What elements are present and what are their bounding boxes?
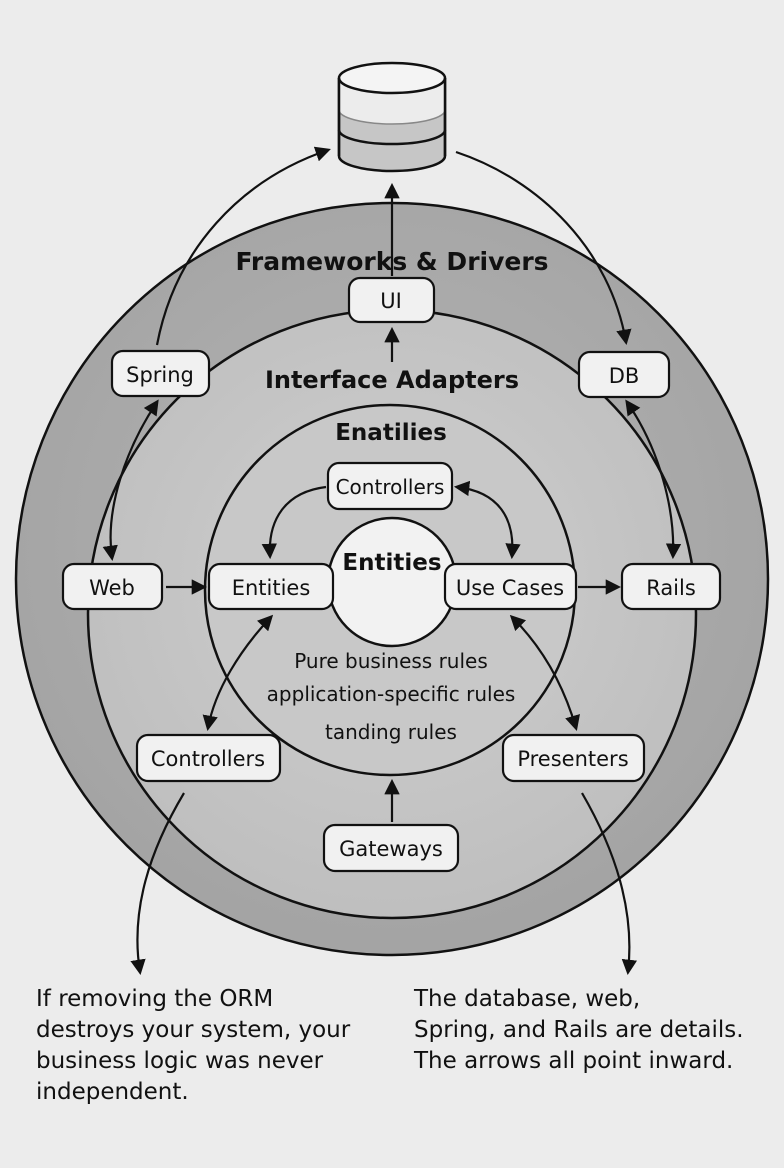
svg-text:UI: UI xyxy=(380,289,402,313)
arrow-controllers-to-note xyxy=(130,792,185,976)
arrow-database-to-db xyxy=(455,150,632,346)
arrow-db-rails xyxy=(625,399,682,560)
svg-text:Presenters: Presenters xyxy=(517,747,628,771)
note-left-line: destroys your system, your xyxy=(36,1017,351,1043)
svg-text:Gateways: Gateways xyxy=(339,837,443,861)
node-web[interactable]: Web xyxy=(61,562,164,611)
svg-text:Use Cases: Use Cases xyxy=(456,576,564,600)
layer-title-entities-core: Entities xyxy=(342,550,441,576)
entities-core xyxy=(326,516,458,648)
arrow-controllers-to-entities xyxy=(261,485,327,560)
arrow-presenters-to-note xyxy=(581,792,638,976)
arrow-entities-controllers xyxy=(202,614,274,732)
svg-text:Spring: Spring xyxy=(126,363,194,387)
note-left-line: If removing the ORM xyxy=(36,986,274,1012)
node-gateways[interactable]: Gateways xyxy=(322,823,460,873)
layer-title-enatilies: Enatilies xyxy=(335,420,447,446)
arrow-spring-to-database xyxy=(155,146,331,346)
rules-line-2: application-specific rules xyxy=(267,682,516,706)
note-left-line: business logic was never xyxy=(36,1048,324,1074)
note-left-line: independent. xyxy=(36,1079,189,1105)
node-db[interactable]: DB xyxy=(577,350,671,399)
node-rails[interactable]: Rails xyxy=(620,562,722,611)
node-entities[interactable]: Entities xyxy=(207,562,335,611)
node-spring[interactable]: Spring xyxy=(110,349,211,398)
layer-title-interface-adapters: Interface Adapters xyxy=(265,366,519,394)
svg-text:Controllers: Controllers xyxy=(151,747,265,771)
svg-text:Rails: Rails xyxy=(646,576,696,600)
database-cylinder-icon xyxy=(337,61,447,173)
node-ui[interactable]: UI xyxy=(347,276,436,324)
svg-text:Controllers: Controllers xyxy=(336,475,445,499)
rules-line-1: Pure business rules xyxy=(294,649,488,673)
rules-line-3: tanding rules xyxy=(325,720,457,744)
arrow-controllers-usecases xyxy=(453,480,521,560)
note-right-line: Spring, and Rails are details. xyxy=(414,1017,744,1043)
svg-text:DB: DB xyxy=(609,364,640,388)
arrow-spring-web xyxy=(102,399,159,562)
node-presenters[interactable]: Presenters xyxy=(501,733,646,783)
svg-text:Web: Web xyxy=(89,576,135,600)
layer-title-frameworks-drivers: Frameworks & Drivers xyxy=(235,247,548,276)
note-right-line: The database, web, xyxy=(414,986,641,1012)
note-right-line: The arrows all point inward. xyxy=(414,1048,734,1074)
note-orm-independence: If removing the ORM destroys your system… xyxy=(36,984,350,1108)
node-controllers-outer[interactable]: Controllers xyxy=(135,733,282,783)
arrow-usecases-presenters xyxy=(509,614,580,731)
note-details-inward: The database, web, Spring, and Rails are… xyxy=(414,984,744,1077)
node-controllers-inner[interactable]: Controllers xyxy=(326,461,454,511)
node-use-cases[interactable]: Use Cases xyxy=(443,562,578,611)
svg-text:Entities: Entities xyxy=(232,576,311,600)
